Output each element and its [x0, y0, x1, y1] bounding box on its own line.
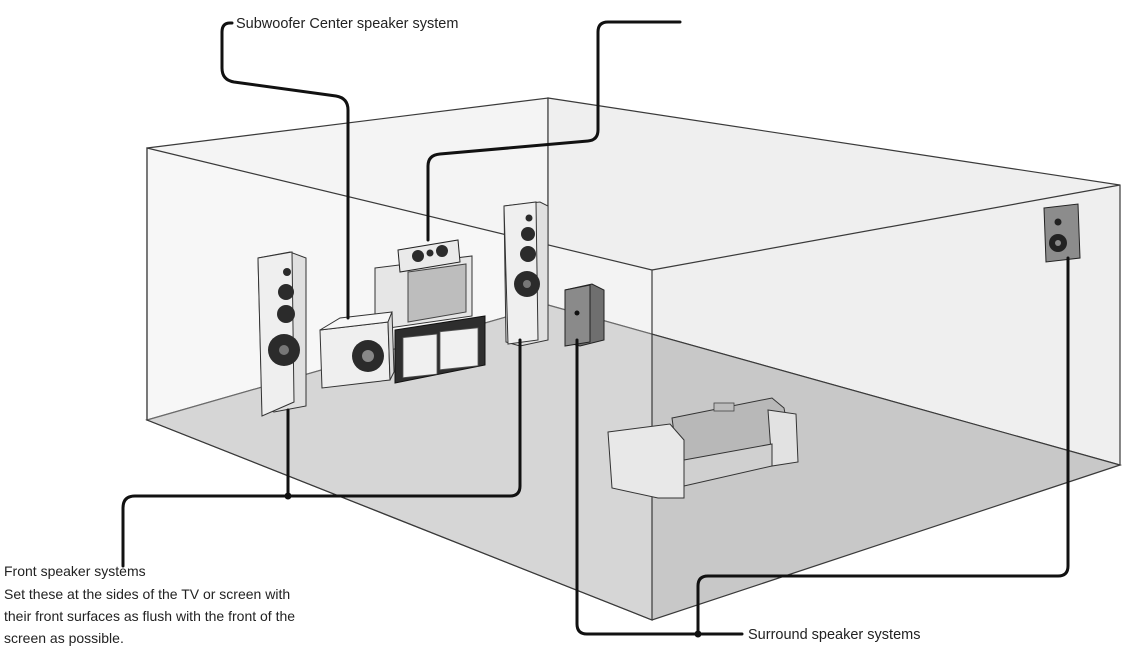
front-speaker-title: Front speaker systems — [4, 563, 146, 579]
subwoofer-leader-line — [220, 21, 350, 320]
front-speaker-desc-line2: their front surfaces as flush with the f… — [4, 608, 295, 624]
surround-left-leader-line — [575, 338, 744, 636]
surround-junction-dot — [694, 630, 702, 638]
tv-cabinet — [394, 315, 486, 384]
leader-lines — [121, 20, 1070, 636]
front-speaker-desc-line3: screen as possible. — [4, 630, 124, 646]
sofa — [607, 397, 799, 499]
front-leader-line — [121, 408, 290, 568]
surround-right-leader-line — [696, 256, 1070, 636]
front-left-speaker — [257, 251, 307, 417]
surround-right-speaker — [1043, 203, 1081, 263]
television — [374, 255, 473, 331]
subwoofer — [319, 311, 395, 389]
room-top-edge — [651, 184, 1121, 271]
front-right-leader-line — [286, 338, 522, 498]
center-leader-line — [426, 20, 682, 242]
subwoofer-center-label: Subwoofer Center speaker system — [236, 16, 458, 32]
front-speaker-desc-line1: Set these at the sides of the TV or scre… — [4, 586, 290, 602]
surround-speaker-label: Surround speaker systems — [748, 627, 920, 643]
front-junction-dot — [284, 492, 292, 500]
surround-left-speaker — [564, 283, 605, 347]
front-right-speaker — [503, 201, 549, 347]
center-speaker — [397, 239, 461, 273]
